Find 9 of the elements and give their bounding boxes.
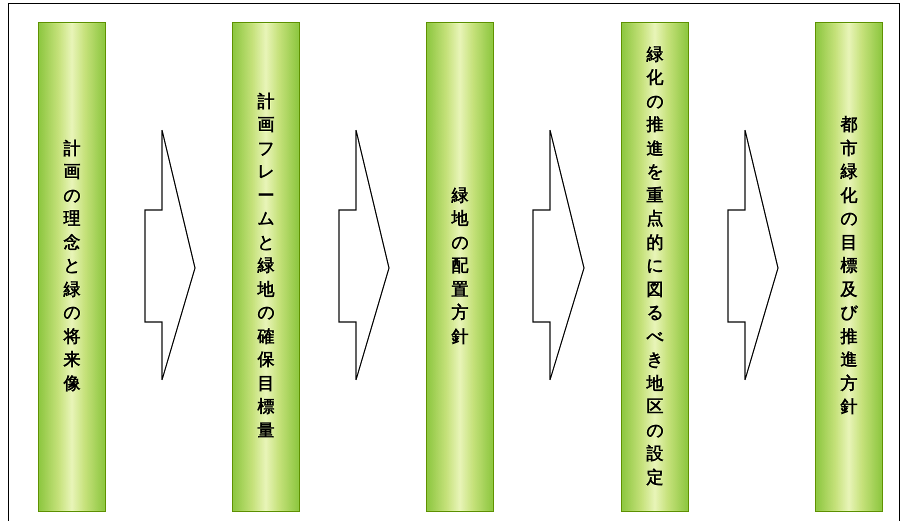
process-bar: 都市緑化の目標及び推進方針	[815, 22, 883, 512]
block-arrow	[727, 129, 779, 381]
block-arrow	[144, 129, 196, 381]
process-bar: 緑地の配置方針	[426, 22, 494, 512]
block-arrow	[338, 129, 390, 381]
process-bar: 計画フレームと緑地の確保目標量	[232, 22, 300, 512]
block-arrow	[532, 129, 585, 381]
process-bar: 計画の理念と緑の将来像	[38, 22, 106, 512]
process-bar: 緑化の推進を重点的に図るべき地区の設定	[621, 22, 689, 512]
